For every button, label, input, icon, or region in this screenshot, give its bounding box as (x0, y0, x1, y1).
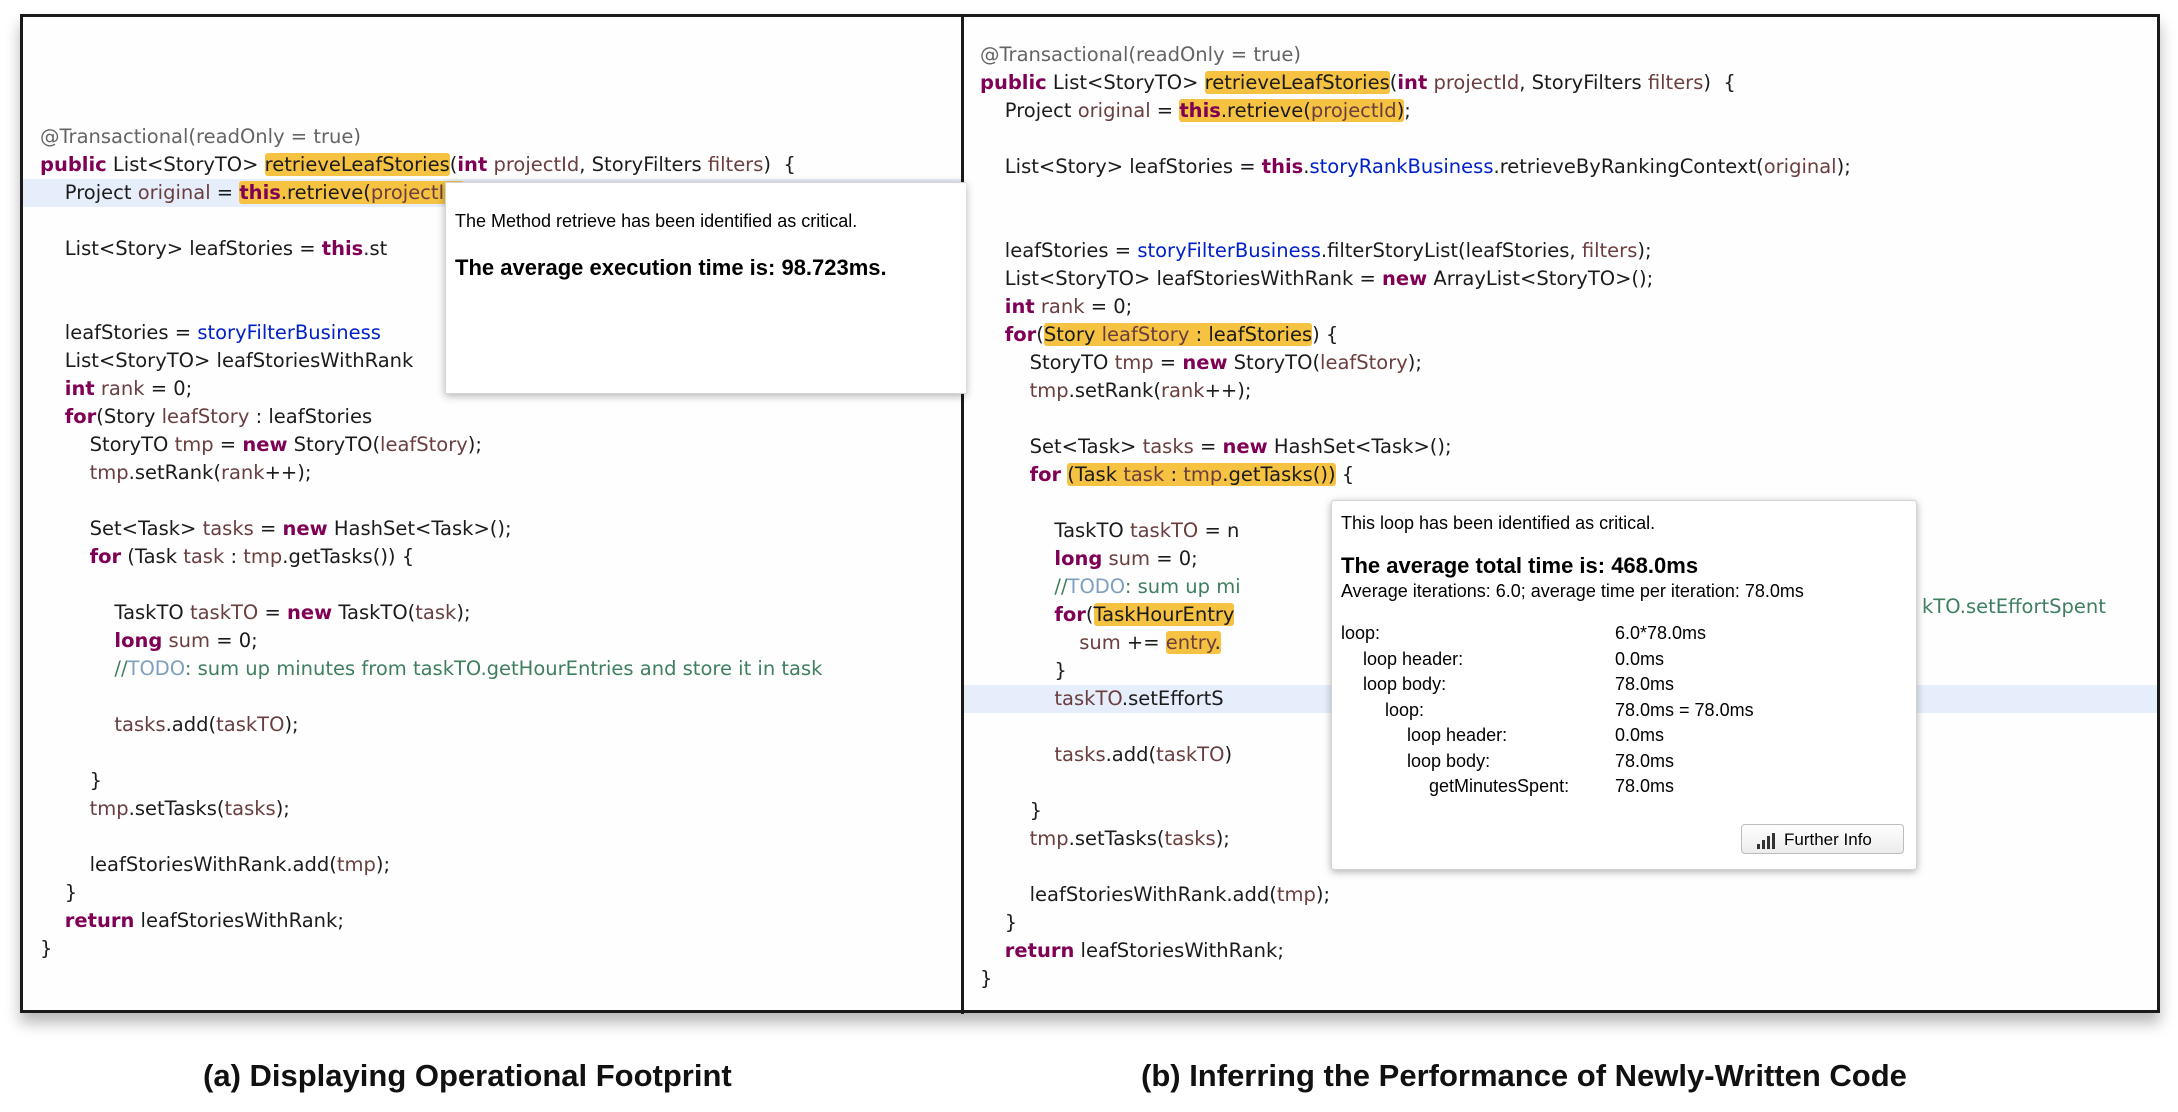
code-line[interactable]: return leafStoriesWithRank; (64, 909, 344, 932)
code-line[interactable]: } (980, 911, 1018, 934)
timing-row-label: loop header: (1363, 648, 1464, 669)
code-line[interactable]: leafStoriesWithRank.add(tmp); (40, 853, 391, 876)
code-line[interactable] (23, 571, 961, 599)
code-line[interactable]: tasks.add(taskTO) (1054, 743, 1233, 766)
code-line[interactable]: long sum = 0; (1054, 547, 1198, 570)
code-line[interactable]: List<StoryTO> leafStoriesWithRank (40, 349, 414, 372)
timing-row-value: 78.0ms (1615, 776, 1675, 796)
popup-total: The average total time is: 468.0ms (1341, 553, 1699, 578)
timing-row-label: getMinutesSpent: (1429, 776, 1570, 796)
timing-row-label: loop: (1385, 699, 1425, 720)
code-line[interactable]: //TODO: sum up minutes from taskTO.getHo… (114, 657, 823, 680)
code-line[interactable]: TaskTO taskTO = n (980, 519, 1240, 542)
code-line[interactable] (23, 683, 961, 711)
code-line[interactable]: } (40, 769, 102, 792)
code-line[interactable]: List<StoryTO> leafStoriesWithRank = new … (980, 267, 1654, 290)
code-line[interactable]: tmp.setRank(rank++); (1029, 379, 1252, 402)
code-line[interactable]: Set<Task> tasks = new HashSet<Task>(); (40, 517, 512, 540)
timing-row-value: 0.0ms (1615, 725, 1665, 745)
code-line[interactable]: StoryTO tmp = new StoryTO(leafStory); (980, 351, 1422, 374)
code-line[interactable] (964, 209, 2157, 237)
critical-loop-popup: This loop has been identified as critica… (1331, 500, 1917, 870)
code-line[interactable]: TaskTO taskTO = new TaskTO(task); (40, 601, 471, 624)
code-line[interactable] (23, 739, 961, 767)
code-line[interactable]: } (980, 659, 1067, 682)
code-line[interactable] (23, 487, 961, 515)
code-line[interactable]: int rank = 0; (64, 377, 193, 400)
timing-row-value: 78.0ms (1615, 674, 1675, 694)
code-line[interactable]: leafStoriesWithRank.add(tmp); (980, 883, 1331, 906)
popup-iterations: Average iterations: 6.0; average time pe… (1341, 581, 1804, 601)
code-line[interactable]: } (40, 937, 53, 960)
overflow-code-text: kTO.setEffortSpent (1922, 595, 2106, 618)
popup-detail: The average execution time is: 98.723ms. (455, 255, 887, 280)
code-line[interactable]: List<Story> leafStories = this.storyRank… (980, 155, 1851, 178)
popup-message: This loop has been identified as critica… (1341, 513, 1656, 533)
code-line[interactable] (964, 125, 2157, 153)
timing-row-value: 78.0ms (1615, 750, 1675, 771)
panel-divider (961, 14, 964, 1014)
code-line[interactable]: public List<StoryTO> retrieveLeafStories… (40, 153, 796, 176)
code-line[interactable]: //TODO: sum up mi (1054, 575, 1241, 598)
code-line[interactable]: } (980, 799, 1042, 822)
code-line[interactable]: @Transactional(readOnly = true) (980, 43, 1301, 66)
code-line[interactable]: tasks.add(taskTO); (114, 713, 299, 736)
code-line[interactable]: leafStories = storyFilterBusiness.filter… (980, 239, 1652, 262)
code-line[interactable]: long sum = 0; (114, 629, 258, 652)
timing-row-label: loop: (1341, 623, 1381, 643)
code-line[interactable]: List<Story> leafStories = this.st (40, 237, 388, 260)
code-line[interactable]: } (40, 881, 78, 904)
code-line[interactable]: for(TaskHourEntry (1054, 603, 1235, 626)
code-line[interactable]: Project original = this.retrieve(project… (980, 99, 1411, 122)
code-line[interactable] (964, 405, 2157, 433)
code-line[interactable]: tmp.setRank(rank++); (89, 461, 312, 484)
code-line[interactable]: return leafStoriesWithRank; (1004, 939, 1284, 962)
caption-b: (b) Inferring the Performance of Newly-W… (1141, 1058, 1907, 1093)
critical-method-popup: The Method retrieve has been identified … (445, 182, 966, 394)
popup-message: The Method retrieve has been identified … (455, 211, 858, 231)
code-line[interactable]: for(Story leafStory : leafStories (64, 405, 373, 428)
code-line[interactable]: } (980, 967, 993, 990)
code-line[interactable]: StoryTO tmp = new StoryTO(leafStory); (40, 433, 482, 456)
code-line[interactable]: for (Task task : tmp.getTasks()) { (89, 545, 415, 568)
bar-chart-icon (1757, 833, 1775, 849)
code-line[interactable]: sum += entry. (1079, 631, 1221, 654)
timing-row-label: loop header: (1407, 725, 1508, 745)
code-line[interactable] (23, 823, 961, 851)
timing-row-label: loop body: (1407, 750, 1491, 771)
code-line[interactable]: for(Story leafStory : leafStories) { (1004, 323, 1339, 346)
further-info-label: Further Info (1784, 830, 1872, 849)
further-info-button[interactable]: Further Info (1741, 824, 1904, 854)
timing-row-value: 6.0*78.0ms (1615, 623, 1707, 643)
code-line[interactable]: tmp.setTasks(tasks); (89, 797, 290, 820)
code-line[interactable] (964, 181, 2157, 209)
code-line[interactable]: public List<StoryTO> retrieveLeafStories… (980, 71, 1736, 94)
timing-row-value: 78.0ms = 78.0ms (1615, 699, 1754, 720)
timing-row-value: 0.0ms (1615, 648, 1665, 669)
code-line[interactable]: for (Task task : tmp.getTasks()) { (1029, 463, 1355, 486)
code-line[interactable]: leafStories = storyFilterBusiness (40, 321, 381, 344)
code-line[interactable]: Set<Task> tasks = new HashSet<Task>(); (980, 435, 1452, 458)
code-line[interactable]: tmp.setTasks(tasks); (1029, 827, 1230, 850)
code-line[interactable]: @Transactional(readOnly = true) (40, 125, 361, 148)
code-line[interactable]: int rank = 0; (1004, 295, 1133, 318)
editor-panel-a: @Transactional(readOnly = true) public Li… (23, 17, 961, 1010)
caption-a: (a) Displaying Operational Footprint (203, 1058, 732, 1093)
timing-row-label: loop body: (1363, 674, 1447, 694)
